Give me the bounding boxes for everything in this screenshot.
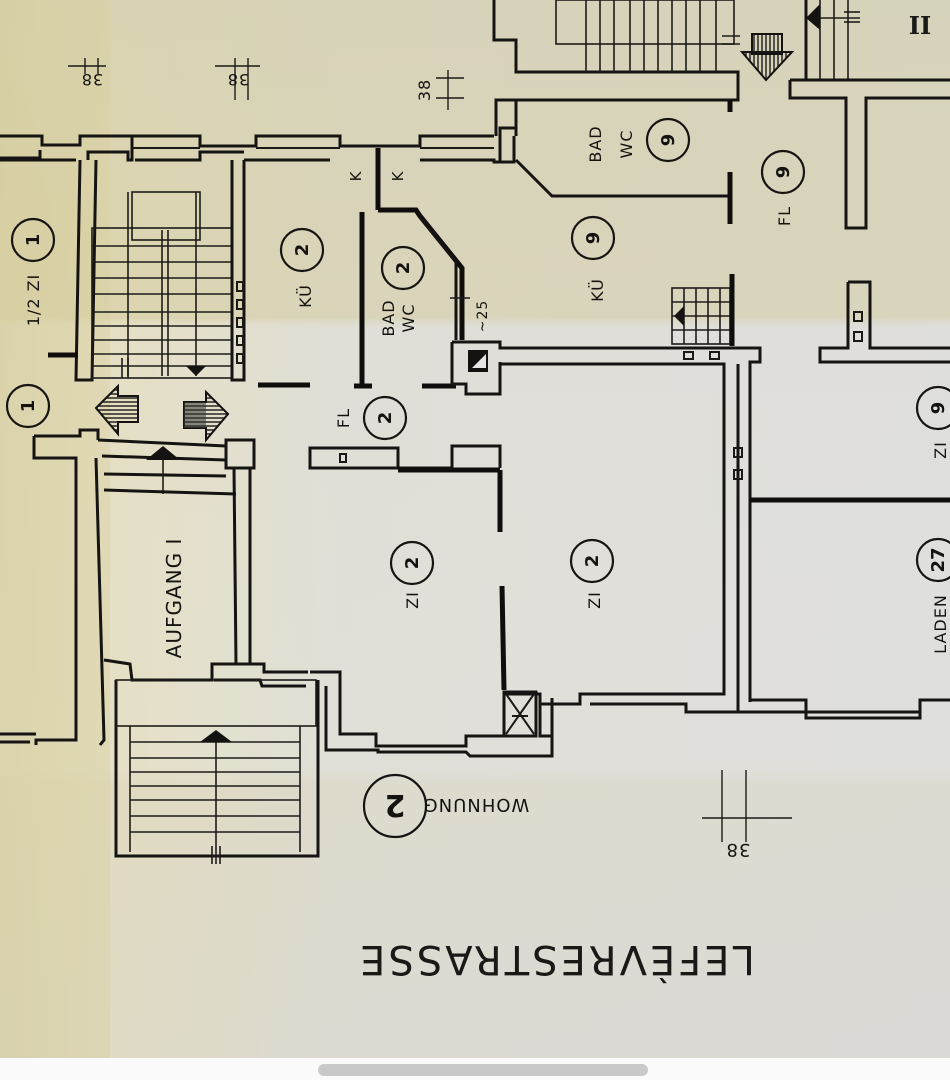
room-number-apt9-kitchen: 9 <box>583 232 604 245</box>
shop-front-wall <box>738 698 950 720</box>
arrow-left-icon <box>94 383 139 437</box>
room-label-apt9-hall: FL <box>775 206 794 226</box>
room-number-apt9-bath: 9 <box>658 134 679 147</box>
arrow-right-icon <box>183 389 230 443</box>
room-label-apt2-room-a: ZI <box>403 591 422 609</box>
stairwell-1-entrance <box>97 438 308 688</box>
room-number-apt2-room-b: 2 <box>582 555 603 568</box>
apartment-number: 2 <box>385 787 406 822</box>
dimension-top-left: 38 <box>81 70 103 89</box>
room-label-apt2-bath-line2: WC <box>399 304 418 333</box>
stairwell-1-stairs-upper <box>91 191 233 379</box>
street-name: LEFÈVRESTRASSE <box>357 936 755 984</box>
apartment-2-walls <box>308 148 762 758</box>
dimension-top-middle: 38 <box>227 70 249 89</box>
room-labels: 1 1/2 ZI 1 2 KÜ 2 BAD WC ~25 FL 2 2 ZI 2… <box>18 11 950 658</box>
stair-2-arrow-icon <box>806 4 820 30</box>
lower-stair-arrow-icon <box>200 730 232 742</box>
dimension-bottom: 38 <box>726 839 751 860</box>
room-number-apt2-hall: 2 <box>375 412 396 425</box>
room-label-apt2-hall: FL <box>334 408 353 428</box>
stairwell-1-label: AUFGANG I <box>162 538 186 659</box>
apartment-label: WOHNUNG <box>423 794 530 815</box>
small-stair-arrow-icon <box>674 306 684 326</box>
entrance-up-arrow-icon <box>146 446 180 460</box>
stairwell-2-label: II <box>909 11 931 40</box>
stairwell-1-core-wall <box>230 158 310 388</box>
apartment-title: WOHNUNG 2 <box>385 787 530 822</box>
room-number-apt2-bath: 2 <box>393 262 414 275</box>
arrow-down-icon <box>739 33 795 82</box>
stair-direction-arrow-icon <box>186 366 206 376</box>
room-number-apt9-hall: 9 <box>773 166 794 179</box>
room-label-apt9-kitchen: KÜ <box>588 278 607 302</box>
room-label-apt2-kitchen: KÜ <box>296 284 315 308</box>
room-number-apt9-room: 9 <box>928 402 949 415</box>
stairwell-2 <box>492 0 950 230</box>
room-label-apt1-half-room: 1/2 ZI <box>24 274 43 327</box>
dimension-marks <box>68 58 792 842</box>
room-label-apt9-bath-line2: WC <box>617 130 636 159</box>
stairwell-1-stairs-lower <box>114 679 320 864</box>
entrance-arrows <box>94 383 230 443</box>
room-number-apt2-kitchen: 2 <box>292 244 313 257</box>
dimension-top-right: 38 <box>415 79 434 101</box>
home-indicator[interactable] <box>318 1064 648 1076</box>
room-number-shop: 27 <box>928 547 949 572</box>
room-number-apt2-room-a: 2 <box>402 557 423 570</box>
room-label-apt2-room-b: ZI <box>585 591 604 609</box>
room-label-shop: LADEN <box>931 594 950 654</box>
room-number-apt1-hall: 1 <box>18 400 39 413</box>
chimney-offset-dimension: ~25 <box>475 300 491 333</box>
apartment-9-walls <box>514 158 950 503</box>
room-label-apt2-bath-line1: BAD <box>379 299 398 336</box>
dimension-labels: 38 38 38 38 <box>81 70 751 860</box>
exterior-wall-north <box>0 134 516 164</box>
apartment-1-walls <box>0 159 106 746</box>
room-label-apt9-room: ZI <box>931 441 950 459</box>
corner-shaft <box>502 690 538 738</box>
room-number-circles <box>5 117 950 839</box>
room-label-apt9-bath-line1: BAD <box>586 125 605 162</box>
marker-k-right: K <box>389 170 407 181</box>
marker-k-left: K <box>347 170 365 181</box>
room-number-apt1-half-room: 1 <box>23 234 44 247</box>
